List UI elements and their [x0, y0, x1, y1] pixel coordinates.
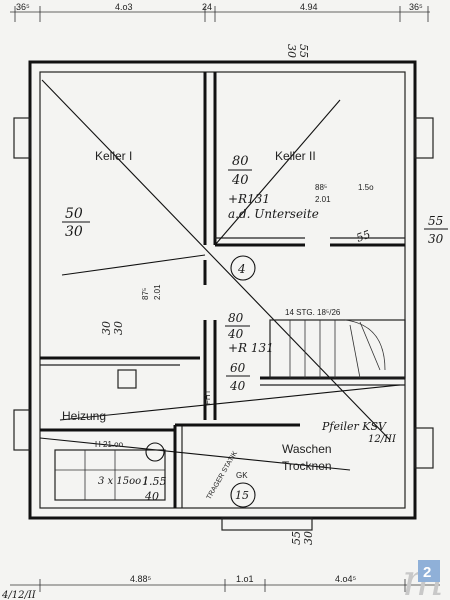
dim-top-4: 4.94	[300, 2, 318, 12]
svg-text:55: 55	[297, 44, 310, 58]
svg-text:H 21.oo: H 21.oo	[95, 440, 124, 449]
svg-text:87⁵: 87⁵	[141, 288, 150, 300]
svg-text:60: 60	[230, 361, 246, 375]
dim-top-2: 4.o3	[115, 2, 133, 12]
dim-top-1: 36⁵	[16, 2, 30, 12]
svg-text:1.55: 1.55	[142, 475, 167, 488]
svg-text:1.5o: 1.5o	[358, 183, 374, 192]
top-dimension-line: 36⁵ 4.o3 24 4.94 36⁵	[10, 2, 430, 22]
svg-text:30: 30	[100, 321, 113, 335]
svg-text:GK: GK	[236, 471, 248, 480]
svg-text:+R 131: +R 131	[228, 341, 274, 355]
svg-text:40: 40	[227, 327, 244, 341]
stair: 14 STG. 18⁵/26	[269, 308, 406, 379]
dim-right-30: 30	[428, 232, 444, 246]
svg-text:2.01: 2.01	[153, 284, 162, 300]
dim-bottom-1: 4.88⁵	[130, 574, 152, 584]
room-trocknen: Trocknen	[282, 459, 332, 473]
svg-text:+R131: +R131	[228, 192, 270, 206]
svg-text:30: 30	[285, 44, 298, 58]
dim-top-right: 55 30	[285, 44, 310, 58]
svg-text:80: 80	[228, 311, 244, 325]
bottom-dimension-line: 4.88⁵ 1.o1 4.o4⁵ 4/12/II	[1, 574, 440, 600]
watermark-logo: m 2	[402, 555, 444, 600]
svg-text:40: 40	[144, 490, 159, 503]
stair-label: 14 STG. 18⁵/26	[285, 308, 341, 317]
svg-text:88⁵: 88⁵	[315, 183, 327, 192]
dim-top-5: 36⁵	[409, 2, 423, 12]
svg-text:55: 55	[355, 228, 373, 245]
svg-text:3 x 15oo l: 3 x 15oo l	[98, 476, 148, 487]
circle-4: 4	[237, 262, 246, 276]
svg-text:55: 55	[290, 531, 303, 545]
svg-text:a.d. Unterseite: a.d. Unterseite	[228, 207, 319, 221]
circle-15: 15	[235, 489, 249, 502]
room-heizung: Heizung	[62, 409, 106, 423]
room-keller-2: Keller II	[275, 149, 316, 163]
room-keller-1: Keller I	[95, 149, 132, 163]
svg-text:30: 30	[112, 321, 125, 335]
dim-bottom-2: 1.o1	[236, 574, 254, 584]
room-waschen: Waschen	[282, 442, 332, 456]
svg-text:40: 40	[231, 173, 249, 188]
svg-text:2.01: 2.01	[315, 195, 331, 204]
dim-left-50: 50	[65, 206, 83, 222]
svg-text:40: 40	[229, 379, 246, 393]
outer-walls	[13, 60, 434, 531]
dim-top-3: 24	[202, 2, 212, 12]
inner-walls	[40, 72, 405, 508]
pfeiler-note: Pfeiler KSV	[321, 420, 387, 433]
sheet-number: 4/12/II	[1, 590, 37, 600]
room-labels: Keller I Keller II Heizung Waschen Trock…	[62, 149, 332, 473]
dim-left-30: 30	[65, 224, 83, 240]
diagonal-lines	[39, 79, 401, 471]
circle-markers: 4 15	[230, 255, 256, 508]
dim-bottom-3: 4.o4⁵	[335, 574, 357, 584]
svg-text:FHT: FHT	[203, 389, 212, 405]
svg-text:30: 30	[302, 531, 315, 545]
dim-right-55: 55	[428, 214, 443, 228]
tanks	[54, 369, 166, 501]
svg-text:2: 2	[423, 564, 431, 581]
svg-text:80: 80	[232, 154, 249, 169]
svg-text:12/III: 12/III	[368, 434, 397, 445]
boiler-circle	[145, 442, 165, 462]
